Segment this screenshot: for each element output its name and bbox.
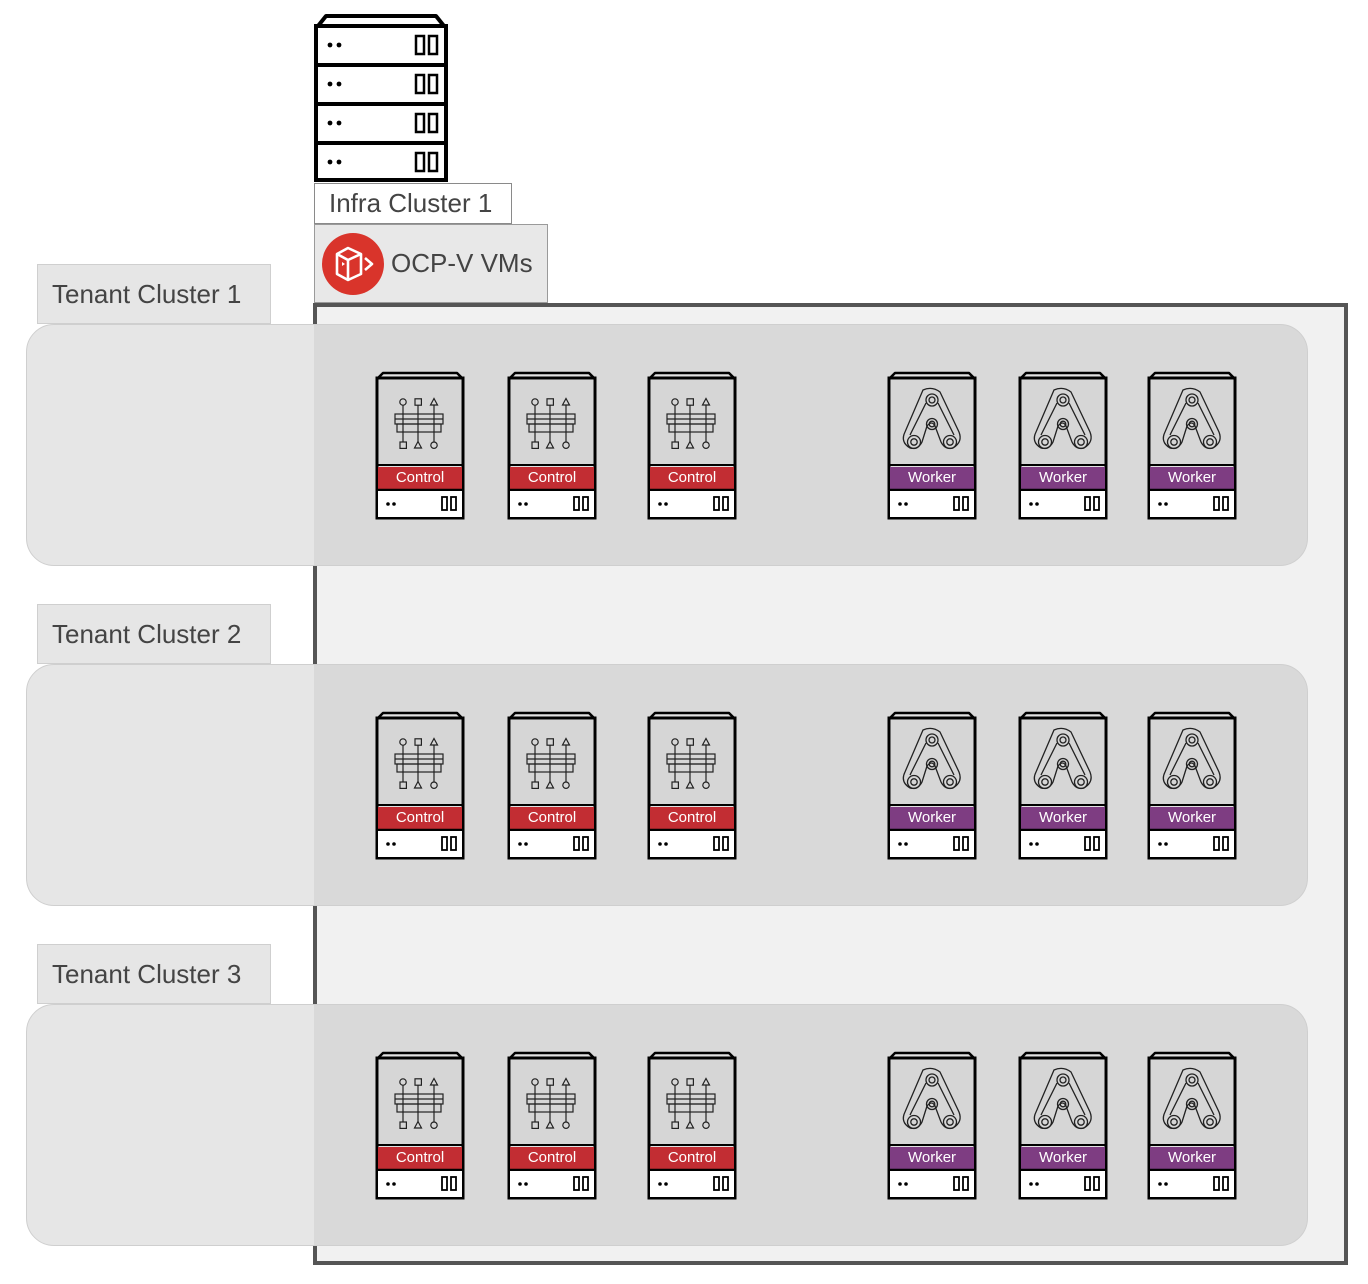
- worker-node-icon: [902, 387, 961, 450]
- worker-node-icon: [1162, 727, 1221, 790]
- vm-server-icon: [1018, 371, 1108, 520]
- worker-node-icon: [1162, 387, 1221, 450]
- worker-badge: Worker: [907, 1149, 957, 1166]
- control-node-vm: Control: [507, 711, 597, 860]
- vm-server-icon: [1147, 371, 1237, 520]
- control-node-vm: Control: [647, 1051, 737, 1200]
- control-node-vm: Control: [507, 371, 597, 520]
- worker-node-vm: Worker: [1147, 711, 1237, 860]
- control-badge: Control: [667, 469, 717, 486]
- worker-node-icon: [902, 727, 961, 790]
- tenant-cluster-label: Tenant Cluster 2: [37, 604, 271, 664]
- worker-node-icon: [902, 1067, 961, 1130]
- vm-server-icon: [647, 711, 737, 860]
- vm-server-icon: [1147, 1051, 1237, 1200]
- control-plane-icon: [394, 737, 444, 790]
- control-badge: Control: [527, 809, 577, 826]
- openshift-virtualization-icon: [322, 232, 384, 295]
- worker-badge: Worker: [907, 469, 957, 486]
- ocpv-vms-text: OCP-V VMs: [391, 248, 533, 278]
- worker-node-vm: Worker: [1018, 371, 1108, 520]
- vm-server-icon: [647, 1051, 737, 1200]
- worker-badge: Worker: [1038, 1149, 1088, 1166]
- vm-server-icon: [375, 711, 465, 860]
- control-badge: Control: [667, 1149, 717, 1166]
- control-plane-icon: [394, 1077, 444, 1130]
- vm-server-icon: [1147, 711, 1237, 860]
- worker-node-icon: [1033, 727, 1092, 790]
- vm-server-icon: [375, 371, 465, 520]
- control-node-vm: Control: [375, 1051, 465, 1200]
- worker-node-icon: [1033, 387, 1092, 450]
- worker-node-vm: Worker: [887, 371, 977, 520]
- control-node-vm: Control: [507, 1051, 597, 1200]
- vm-server-icon: [507, 1051, 597, 1200]
- worker-node-vm: Worker: [887, 711, 977, 860]
- control-badge: Control: [527, 1149, 577, 1166]
- control-node-vm: Control: [647, 371, 737, 520]
- control-node-vm: Control: [647, 711, 737, 860]
- worker-badge: Worker: [907, 809, 957, 826]
- control-plane-icon: [666, 737, 716, 790]
- control-badge: Control: [667, 809, 717, 826]
- server-rack-icon: [314, 14, 448, 182]
- worker-node-icon: [1033, 1067, 1092, 1130]
- vm-server-icon: [647, 371, 737, 520]
- worker-badge: Worker: [1167, 469, 1217, 486]
- tenant-cluster-label: Tenant Cluster 3: [37, 944, 271, 1004]
- worker-badge: Worker: [1038, 809, 1088, 826]
- vm-server-icon: [887, 371, 977, 520]
- control-plane-icon: [394, 397, 444, 450]
- worker-node-vm: Worker: [1018, 1051, 1108, 1200]
- control-plane-icon: [526, 737, 576, 790]
- worker-badge: Worker: [1167, 809, 1217, 826]
- control-badge: Control: [395, 469, 445, 486]
- control-node-vm: Control: [375, 371, 465, 520]
- vm-server-icon: [375, 1051, 465, 1200]
- infra-cluster-label: Infra Cluster 1: [314, 183, 512, 224]
- control-plane-icon: [666, 397, 716, 450]
- vm-server-icon: [507, 711, 597, 860]
- worker-badge: Worker: [1038, 469, 1088, 486]
- ocpv-vms-label: OCP-V VMs: [314, 224, 548, 303]
- vm-server-icon: [1018, 1051, 1108, 1200]
- worker-node-vm: Worker: [887, 1051, 977, 1200]
- worker-node-vm: Worker: [1147, 371, 1237, 520]
- worker-node-vm: Worker: [1147, 1051, 1237, 1200]
- vm-server-icon: [887, 1051, 977, 1200]
- control-badge: Control: [395, 1149, 445, 1166]
- control-node-vm: Control: [375, 711, 465, 860]
- tenant-cluster-label: Tenant Cluster 1: [37, 264, 271, 324]
- control-plane-icon: [526, 1077, 576, 1130]
- control-plane-icon: [526, 397, 576, 450]
- control-badge: Control: [527, 469, 577, 486]
- control-badge: Control: [395, 809, 445, 826]
- vm-server-icon: [887, 711, 977, 860]
- control-plane-icon: [666, 1077, 716, 1130]
- worker-node-icon: [1162, 1067, 1221, 1130]
- vm-server-icon: [1018, 711, 1108, 860]
- vm-server-icon: [507, 371, 597, 520]
- worker-node-vm: Worker: [1018, 711, 1108, 860]
- worker-badge: Worker: [1167, 1149, 1217, 1166]
